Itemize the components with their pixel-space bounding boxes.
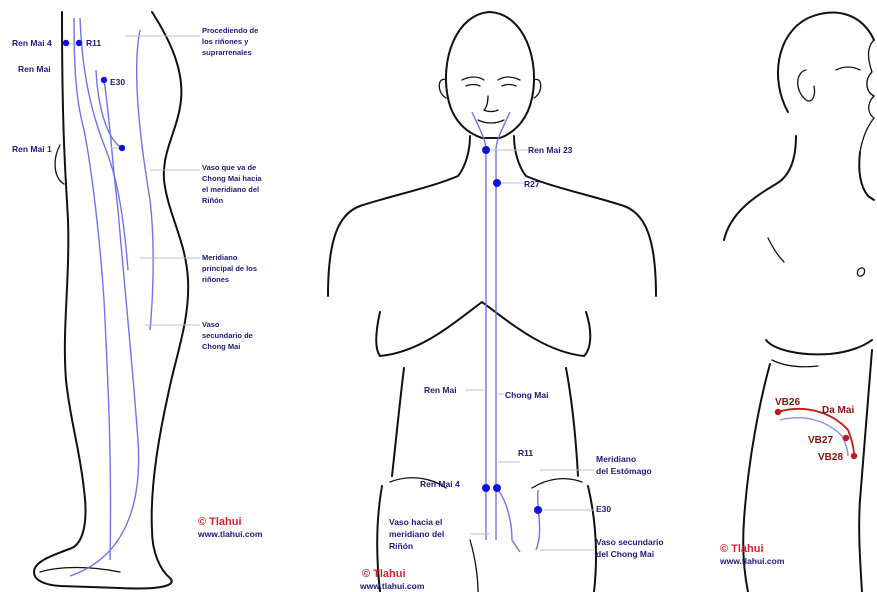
vb27-point	[843, 435, 849, 441]
note-kidney-meridian: Meridiano principal de los riñones	[202, 253, 257, 284]
svg-text:Meridiano: Meridiano	[596, 454, 636, 464]
r11-point	[493, 484, 501, 492]
torso-panel: Ren Mai 23 R27 Ren Mai Chong Mai R11 Ren…	[328, 12, 664, 592]
ren-mai-4-point	[63, 40, 69, 46]
svg-text:Chong Mai hacia: Chong Mai hacia	[202, 174, 262, 183]
svg-text:Meridiano: Meridiano	[202, 253, 238, 262]
ren-mai-4-point	[482, 484, 490, 492]
label-ren-mai-4: Ren Mai 4	[420, 479, 460, 489]
label-ren-mai-4: Ren Mai 4	[12, 38, 52, 48]
brand-logo: © Tlahui	[362, 568, 406, 580]
label-ren-mai: Ren Mai	[18, 64, 51, 74]
note-kidney-vessel: Vaso hacia el meridiano del Riñón	[389, 517, 444, 551]
e30-point	[101, 77, 107, 83]
svg-text:Vaso: Vaso	[202, 320, 220, 329]
e30-point	[534, 506, 542, 514]
label-vb26: VB26	[775, 397, 800, 408]
svg-text:Vaso hacia el: Vaso hacia el	[389, 517, 442, 527]
brand-url: www.tlahui.com	[197, 529, 263, 539]
r27-point	[493, 179, 501, 187]
label-r11: R11	[86, 38, 101, 48]
side-outline	[724, 13, 874, 592]
label-ren-mai: Ren Mai	[424, 385, 457, 395]
svg-text:riñones: riñones	[202, 275, 229, 284]
svg-text:los riñones y: los riñones y	[202, 37, 249, 46]
label-e30: E30	[110, 77, 125, 87]
brand-logo: © Tlahui	[198, 516, 242, 528]
note-stomach-meridian: Meridiano del Estómago	[596, 454, 652, 476]
label-ren-mai-1: Ren Mai 1	[12, 144, 52, 154]
ren-mai-23-point	[482, 146, 490, 154]
brand-url: www.tlahui.com	[359, 581, 425, 591]
svg-text:Procediendo de: Procediendo de	[202, 26, 258, 35]
label-vb28: VB28	[818, 452, 843, 463]
r11-point	[76, 40, 82, 46]
svg-text:Riñón: Riñón	[202, 196, 224, 205]
leg-panel: Ren Mai 4 R11 Ren Mai E30 Ren Mai 1 Proc…	[12, 12, 263, 589]
label-ren-mai-23: Ren Mai 23	[528, 145, 573, 155]
svg-text:del Estómago: del Estómago	[596, 466, 652, 476]
svg-text:principal de los: principal de los	[202, 264, 257, 273]
label-vb27: VB27	[808, 435, 833, 446]
svg-text:el meridiano del: el meridiano del	[202, 185, 259, 194]
leg-meridians	[70, 18, 153, 576]
svg-text:suprarrenales: suprarrenales	[202, 48, 252, 57]
label-r27: R27	[524, 179, 540, 189]
svg-text:meridiano del: meridiano del	[389, 529, 444, 539]
note-origin-kidneys: Procediendo de los riñones y suprarrenal…	[202, 26, 258, 57]
label-e30: E30	[596, 504, 611, 514]
svg-text:Vaso secundario: Vaso secundario	[596, 537, 664, 547]
svg-text:del Chong Mai: del Chong Mai	[596, 549, 654, 559]
ren-mai-1-point	[119, 145, 125, 151]
label-r11: R11	[518, 448, 533, 458]
note-vessel-to-kidney: Vaso que va de Chong Mai hacia el meridi…	[202, 163, 262, 205]
svg-text:secundario de: secundario de	[202, 331, 253, 340]
brand-url: www.tlahui.com	[719, 556, 785, 566]
label-da-mai: Da Mai	[822, 405, 854, 416]
svg-text:Chong Mai: Chong Mai	[202, 342, 240, 351]
svg-text:Vaso que va de: Vaso que va de	[202, 163, 256, 172]
side-panel: VB26 Da Mai VB27 VB28 © Tlahui www.tlahu…	[719, 13, 874, 592]
note-chong-mai-secondary: Vaso secundario de Chong Mai	[202, 320, 253, 351]
vb28-point	[851, 453, 857, 459]
note-secondary-vessel: Vaso secundario del Chong Mai	[596, 537, 664, 559]
svg-text:Riñón: Riñón	[389, 541, 413, 551]
label-chong-mai: Chong Mai	[505, 390, 548, 400]
brand-logo: © Tlahui	[720, 543, 764, 555]
vb26-point	[775, 409, 781, 415]
